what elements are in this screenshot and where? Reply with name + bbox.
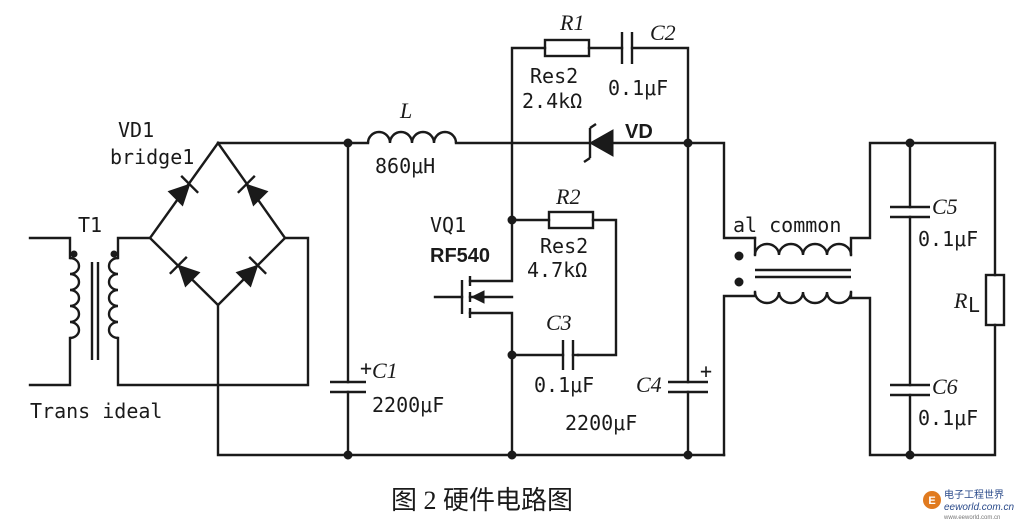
svg-text:E: E [928, 495, 935, 507]
watermark-small: www.eeworld.com.cn [943, 515, 1000, 521]
label-bridge: bridge1 [110, 145, 194, 169]
inductor-l [366, 130, 592, 145]
label-c6-val: 0.1μF [918, 406, 978, 430]
label-c1-val: 2200μF [372, 393, 444, 417]
label-c2: C2 [650, 20, 676, 45]
label-vq1: VQ1 [430, 213, 466, 237]
label-vd1: VD1 [118, 118, 154, 142]
label-t1: T1 [78, 213, 102, 237]
label-vq1-part: RF540 [430, 245, 490, 267]
capacitor-c4 [668, 380, 708, 457]
label-l: L [399, 98, 412, 123]
label-c2-val: 0.1μF [608, 76, 668, 100]
label-c5-val: 0.1μF [918, 227, 978, 251]
common-mode-choke [722, 141, 997, 457]
capacitor-c1 [330, 141, 366, 457]
label-c4-plus: + [700, 359, 712, 383]
label-r2: R2 [555, 184, 580, 209]
label-c4-val: 2200μF [565, 411, 637, 435]
label-c3-val: 0.1μF [534, 373, 594, 397]
label-trans: Trans ideal [30, 399, 162, 423]
output-filter [890, 138, 1006, 460]
transformer-t1 [28, 236, 310, 387]
watermark-title: 电子工程世界 [944, 488, 1004, 501]
label-c1: C1 [372, 358, 398, 383]
label-r2-val: 4.7kΩ [527, 258, 587, 282]
label-rl: R [953, 288, 968, 313]
label-common: al common [733, 213, 841, 237]
label-vd: VD [625, 121, 653, 143]
label-rl-sub: L [968, 293, 980, 317]
resistor-r2 [510, 210, 618, 357]
label-l-val: 860μH [375, 154, 435, 178]
label-r1: R1 [559, 10, 584, 35]
ground-rail [216, 303, 726, 457]
capacitor-c3 [510, 340, 580, 370]
zener-vd [583, 123, 757, 240]
label-r2-type: Res2 [540, 234, 588, 258]
r1-c2-network [510, 32, 690, 384]
label-c5: C5 [932, 194, 958, 219]
mosfet-vq1 [433, 218, 514, 457]
watermark-logo: E 电子工程世界 eeworld.com.cn www.eeworld.com.… [923, 488, 1014, 521]
watermark-url: eeworld.com.cn [944, 502, 1014, 513]
figure-caption: 图 2 硬件电路图 [391, 486, 573, 515]
label-c6: C6 [932, 374, 958, 399]
label-r1-val: 2.4kΩ [522, 89, 582, 113]
label-r1-type: Res2 [530, 64, 578, 88]
label-c4: C4 [636, 372, 662, 397]
label-c1-plus: + [360, 356, 372, 380]
label-c3: C3 [546, 310, 572, 335]
